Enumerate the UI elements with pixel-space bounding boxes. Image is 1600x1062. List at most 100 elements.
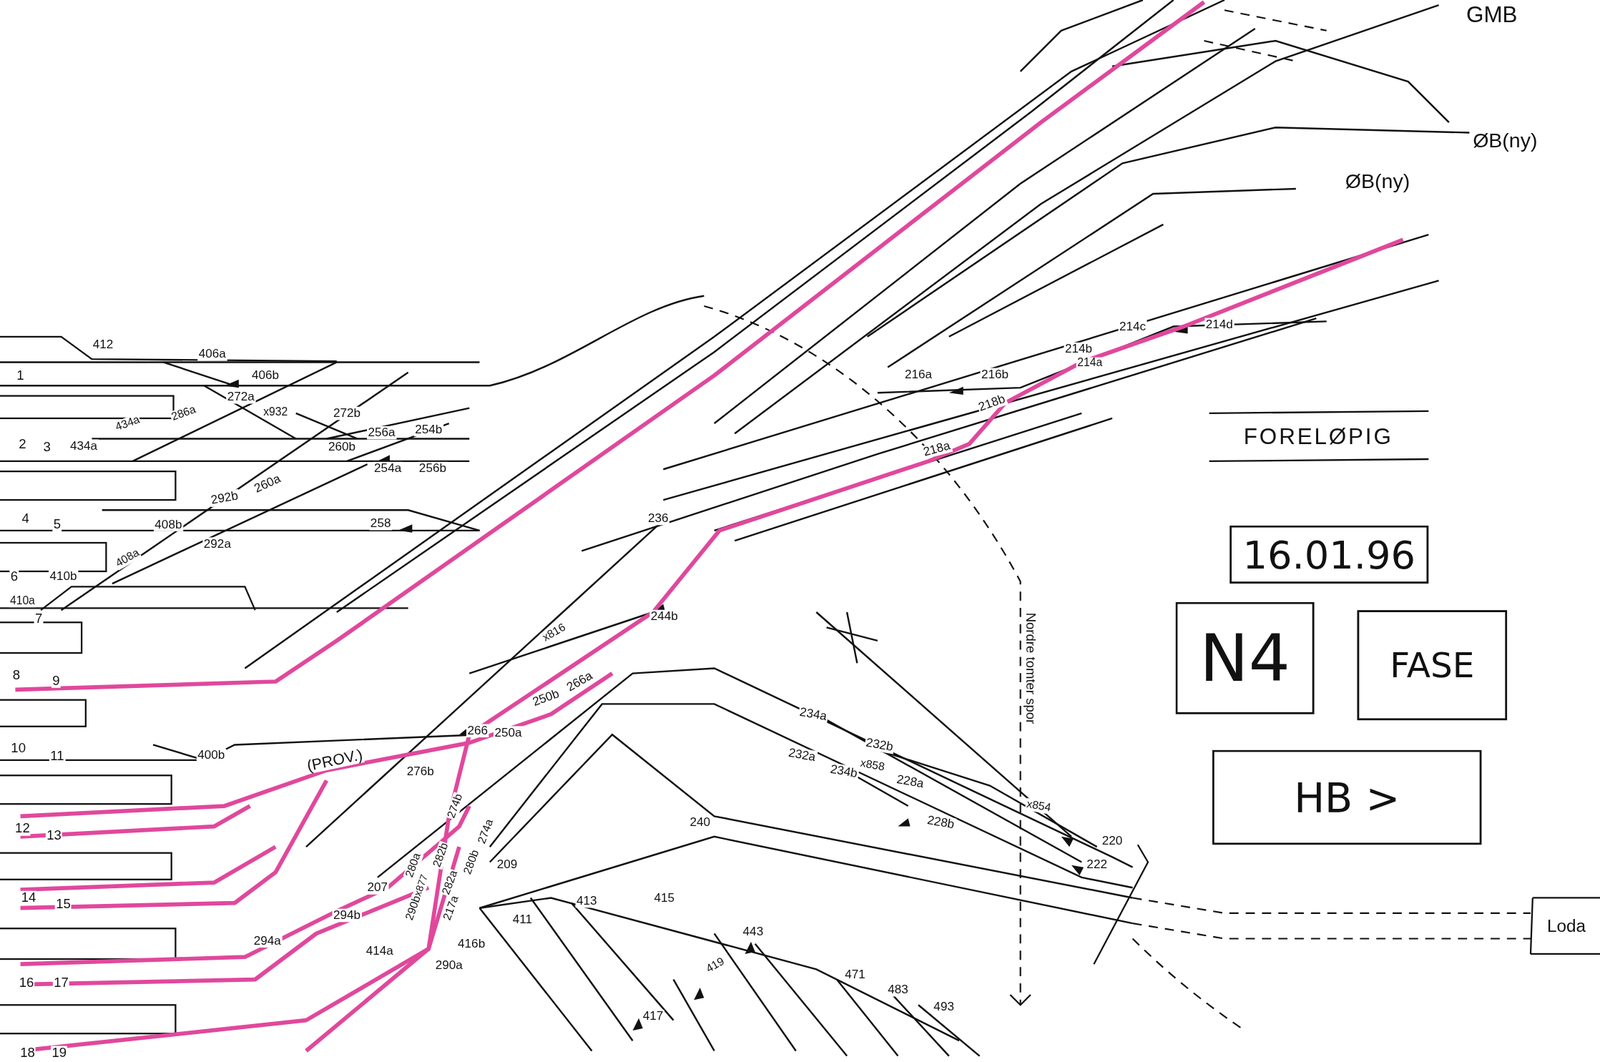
switch-number: 408b xyxy=(153,517,184,531)
box-text: N4 xyxy=(1199,620,1290,696)
track-line xyxy=(20,846,460,1051)
track-number: 3 xyxy=(42,439,52,454)
switch-number: 250a xyxy=(493,725,523,739)
switch-number: 413 xyxy=(575,894,598,908)
track-number: 4 xyxy=(20,511,31,525)
switch-number: 493 xyxy=(932,1000,955,1014)
switch-number: 406b xyxy=(250,369,280,382)
track-line xyxy=(663,234,1429,470)
title-box: N4 xyxy=(1175,602,1315,715)
switch-number: x858 xyxy=(858,757,887,774)
switch-number: 214c xyxy=(1118,320,1148,334)
track-line xyxy=(734,5,1439,434)
title-box: FASE xyxy=(1356,610,1508,721)
switch-number: 216a xyxy=(904,368,934,382)
track-line xyxy=(306,520,664,848)
track-number: 18 xyxy=(19,1046,36,1060)
switch-number: 483 xyxy=(886,983,910,997)
switch-number: 434a xyxy=(69,439,99,453)
switch-number: 400b xyxy=(196,748,227,762)
track-line xyxy=(20,846,277,890)
track-line xyxy=(61,372,409,611)
track-line xyxy=(224,325,1189,1031)
switch-number: 222 xyxy=(1085,857,1108,871)
switch-number: 412 xyxy=(91,338,114,352)
switch-number: 266 xyxy=(466,724,489,738)
track-line xyxy=(1209,411,1430,462)
switch-number: 415 xyxy=(653,891,676,905)
switch-number: 254a xyxy=(373,462,403,475)
switch-number: 290a xyxy=(434,959,464,973)
track-line xyxy=(20,887,430,985)
track-line xyxy=(244,0,1225,669)
annotation: GMB xyxy=(1465,2,1519,26)
switch-number: 417 xyxy=(641,1009,664,1023)
switch-number: x932 xyxy=(262,406,289,418)
switch-number: 434a xyxy=(113,413,143,434)
switch-number: 244b xyxy=(649,610,679,623)
track-line xyxy=(20,806,470,965)
switch-number: 214b xyxy=(1064,342,1094,356)
track-line xyxy=(1132,939,1246,1031)
track-line xyxy=(949,224,1164,337)
track-line xyxy=(877,321,1327,393)
brackets xyxy=(1009,411,1600,1005)
track-line xyxy=(0,296,704,387)
track-line xyxy=(1203,10,1327,61)
switch-number: 272b xyxy=(332,406,362,420)
track-line xyxy=(714,413,1113,541)
track-line xyxy=(102,509,480,531)
track-line xyxy=(0,622,82,654)
switch-number: 216b xyxy=(980,368,1010,382)
track-number: 1 xyxy=(15,368,26,382)
switch-number: 294b xyxy=(332,909,362,922)
track-line xyxy=(0,336,337,362)
switch-number: 280b xyxy=(461,847,482,877)
track-line xyxy=(479,908,593,1052)
switch-number: 209 xyxy=(495,857,518,871)
switch-number: 234a xyxy=(797,705,829,724)
switch-number: 232a xyxy=(786,745,818,764)
switch-number: 411 xyxy=(511,912,533,926)
switch-number: 276b xyxy=(405,765,435,779)
magenta-route xyxy=(15,2,1403,1052)
track-line xyxy=(714,28,1256,424)
box-text: 16.01.96 xyxy=(1243,532,1416,578)
track-line xyxy=(0,1004,176,1034)
switch-number: 240 xyxy=(688,816,711,829)
track-line xyxy=(40,586,256,611)
switch-number: 292a xyxy=(202,537,232,551)
switch-number: 254b xyxy=(414,423,444,437)
track-line xyxy=(816,714,1082,863)
annotation: ØB(ny) xyxy=(1471,130,1539,152)
track-line xyxy=(887,188,1297,368)
track-line xyxy=(867,127,1470,337)
track-number: 16 xyxy=(17,975,35,990)
track-number: 5 xyxy=(52,517,62,532)
annotation: Loda xyxy=(1546,917,1588,936)
track-line xyxy=(530,897,980,1056)
track-line xyxy=(1112,40,1450,123)
track-number: 11 xyxy=(49,748,66,763)
track-line xyxy=(0,396,174,419)
track-line xyxy=(163,361,235,386)
track-number: 7 xyxy=(34,611,44,626)
switch-number: 410a xyxy=(8,595,36,607)
track-number: 2 xyxy=(17,437,28,451)
track-line xyxy=(306,239,1404,1051)
track-number: 10 xyxy=(10,740,27,755)
switch-number: 207 xyxy=(366,881,389,895)
switch-number: 282b xyxy=(430,840,451,870)
track-line xyxy=(0,471,176,500)
track-line xyxy=(0,361,480,363)
track-line xyxy=(489,734,1133,898)
track-number: 9 xyxy=(51,673,61,688)
track-line xyxy=(132,361,337,461)
track-number: 14 xyxy=(20,891,37,905)
track-line xyxy=(0,853,172,880)
tracks xyxy=(0,0,1470,1057)
title-box: HB > xyxy=(1212,750,1482,846)
switch-number: 419 xyxy=(703,954,727,976)
switch-number: 260b xyxy=(326,440,357,454)
switch-number: 218b xyxy=(975,391,1008,415)
